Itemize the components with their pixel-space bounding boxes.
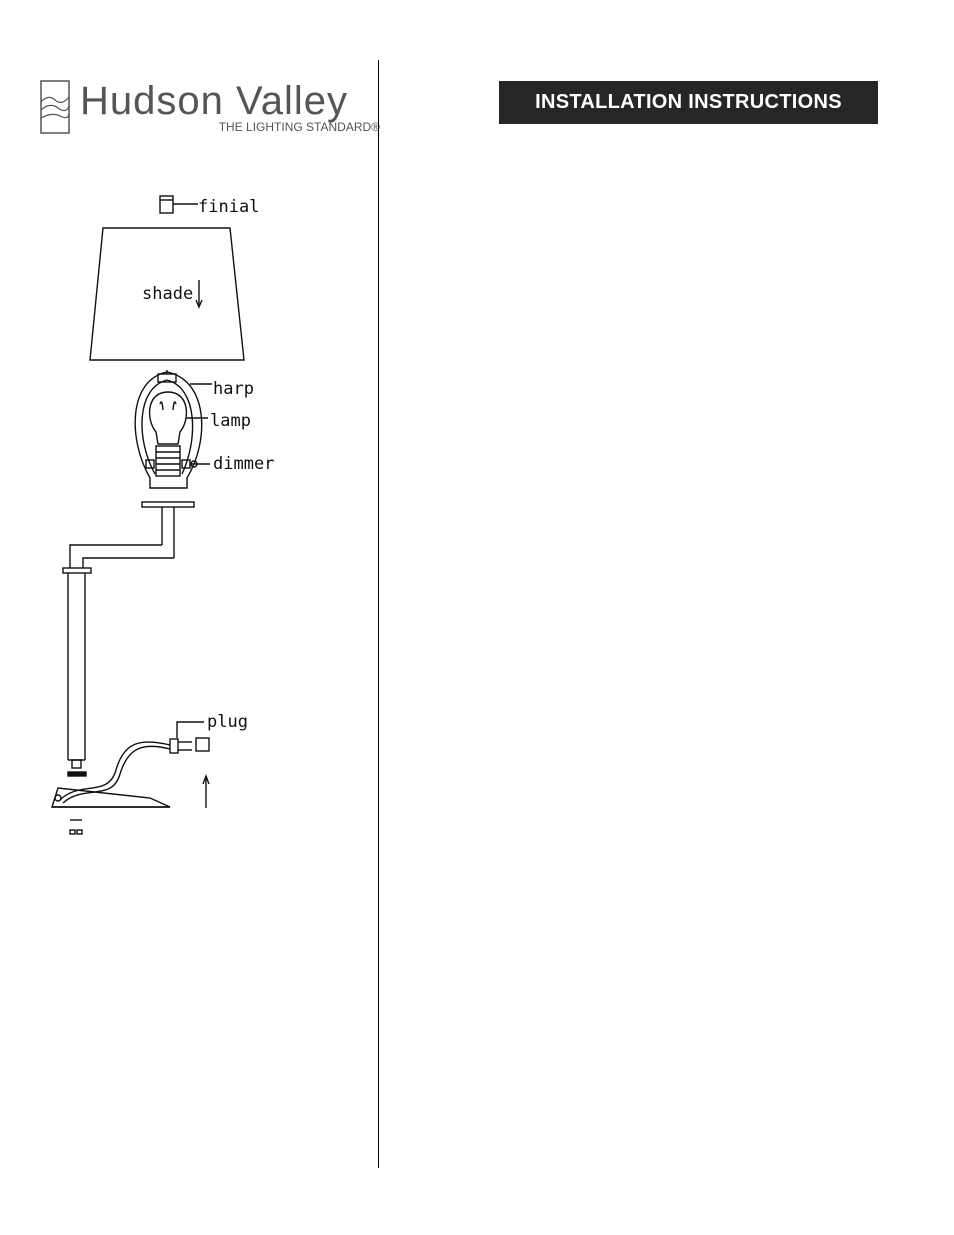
label-lamp: lamp (210, 411, 251, 431)
socket-part (146, 446, 210, 476)
label-plug: plug (207, 712, 248, 732)
label-finial: finial (198, 197, 259, 217)
label-shade: shade (142, 284, 193, 304)
lamp-bulb-part (150, 392, 208, 444)
finial-part (160, 196, 198, 213)
cord-plug-part (60, 722, 209, 808)
label-dimmer: dimmer (213, 454, 274, 474)
label-harp: harp (213, 379, 254, 399)
lamp-base-part (52, 788, 170, 834)
lamp-stem-part (63, 502, 194, 776)
